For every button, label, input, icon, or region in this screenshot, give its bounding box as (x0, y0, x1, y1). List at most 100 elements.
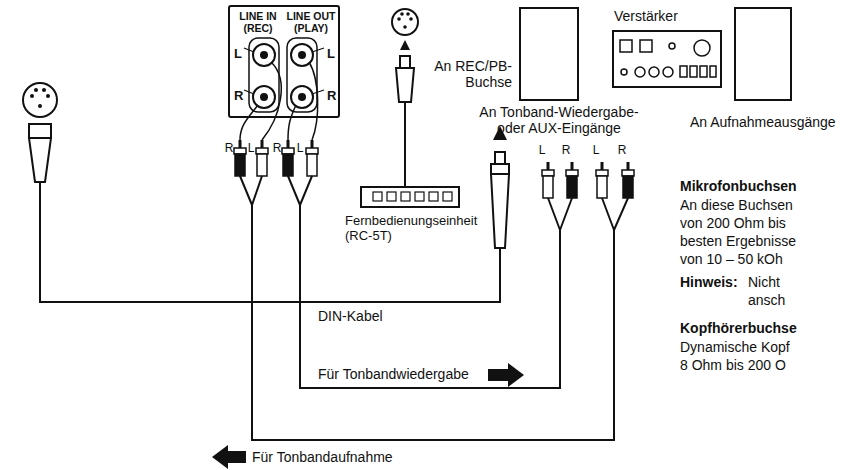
node-heading: Verstärker (614, 8, 678, 24)
din-socket-remote (392, 9, 418, 35)
amplifier-controls (663, 67, 673, 77)
arrow-right-playback (488, 363, 524, 387)
rca-plugs (567, 176, 577, 198)
rca-plugs (623, 176, 633, 198)
annotation: An REC/PB- Buchse (420, 58, 512, 90)
remote-buttons (401, 192, 410, 201)
rca-plugs (571, 162, 574, 170)
annotation: Nicht (748, 274, 780, 290)
annotation: An diese Buchsen (680, 197, 793, 213)
din-plug-left (29, 138, 51, 182)
jack-frames (287, 38, 317, 112)
jack-wires (309, 62, 318, 140)
din-pins-remote (397, 12, 413, 29)
channel-label: R (223, 142, 235, 156)
channel-label: R (616, 144, 628, 158)
rca-plugs (602, 198, 614, 230)
rca-plugs (257, 154, 267, 176)
din-plug-remote (400, 56, 410, 68)
annotation: von 10 – 50 kOh (680, 251, 783, 267)
arrow-right-playback (488, 363, 524, 387)
din-pins-remote (403, 25, 407, 29)
din-plug-amp (491, 174, 509, 248)
annotation: Dynamische Kopf (680, 339, 790, 355)
jack-frames (249, 38, 317, 112)
amplifier-controls (690, 66, 697, 77)
annotation: An Aufnahmeausgänge (690, 114, 836, 130)
rca-plugs (252, 176, 262, 205)
rca-plugs (240, 176, 252, 205)
amplifier-controls (620, 40, 716, 77)
annotation: Für Tonbandwiedergabe (318, 366, 469, 382)
cables (300, 205, 560, 388)
amplifier-controls (669, 43, 675, 49)
remote-buttons (373, 192, 382, 201)
annotation: ansch (748, 292, 785, 308)
remote-unit: Fernbedienungseinheit (RC-5T) (345, 186, 490, 250)
amplifier-housing (612, 30, 722, 88)
din-pins-remote (400, 12, 404, 16)
rca-plugs (566, 170, 578, 176)
jack-centers (298, 51, 306, 59)
speaker-left (520, 8, 578, 100)
amplifier-controls (640, 40, 652, 52)
rca-plugs (256, 148, 268, 154)
arrow-left-record (212, 445, 246, 469)
jack-sockets (253, 44, 313, 108)
din-plug-remote (396, 56, 414, 102)
rca-plugs (311, 140, 314, 148)
din-socket-remote (392, 9, 418, 35)
din-pins-left (34, 88, 38, 92)
din-pins-left (38, 104, 42, 108)
annotation: Für Tonbandaufnahme (252, 449, 393, 465)
rca-plugs (542, 170, 554, 176)
cables (252, 205, 614, 440)
annotation: 8 Ohm bis 200 O (680, 357, 786, 373)
din-pins-left (42, 88, 46, 92)
jack-centers (260, 93, 268, 101)
rca-plugs (622, 170, 634, 176)
channel-label: R (560, 144, 572, 158)
din-socket-left (23, 83, 57, 117)
annotation: Kopfhörerbuchse (680, 320, 797, 336)
din-socket-left (23, 83, 57, 117)
rca-plugs (543, 176, 553, 198)
jack-panel: LINE IN (REC)LINE OUT (PLAY)LRLR (228, 5, 340, 118)
label-ticks (312, 48, 324, 52)
cables (40, 102, 614, 440)
annotation: DIN-Kabel (318, 308, 383, 324)
amplifier-controls (620, 40, 632, 52)
rca-plugs (287, 140, 290, 148)
rca-plugs (282, 148, 294, 154)
rca-plugs (239, 140, 242, 148)
rca-plugs (235, 154, 245, 176)
annotation: von 200 Ohm bis (680, 215, 786, 231)
remote-buttons (443, 192, 452, 201)
din-plug-left (29, 124, 51, 182)
rca-plugs (560, 198, 572, 230)
din-pins-remote (409, 17, 413, 21)
channel-label: R (271, 142, 283, 156)
din-plug-amp (495, 152, 505, 164)
jack-wires (240, 105, 258, 140)
remote-unit-housing (360, 186, 460, 208)
remote-buttons (373, 192, 452, 201)
node-heading: LINE IN (REC) (232, 10, 284, 34)
amplifier-controls (694, 40, 710, 56)
channel-label: L (590, 144, 602, 158)
rca-plugs (627, 162, 630, 170)
label-ticks (244, 90, 254, 94)
speaker-left (520, 8, 578, 100)
jack-centers (260, 51, 268, 59)
amplifier-controls (635, 67, 645, 77)
arrow-up-remote (400, 40, 410, 50)
din-plug-amp (491, 152, 509, 248)
amplifier: Verstärker (612, 8, 722, 88)
din-pins-left (30, 88, 50, 108)
remote-buttons (429, 192, 438, 201)
cables (40, 182, 500, 302)
annotation: An Tonband-Wiedergabe- oder AUX-Eingänge (470, 104, 648, 136)
rca-plugs (288, 176, 300, 205)
speaker-right (735, 8, 791, 100)
